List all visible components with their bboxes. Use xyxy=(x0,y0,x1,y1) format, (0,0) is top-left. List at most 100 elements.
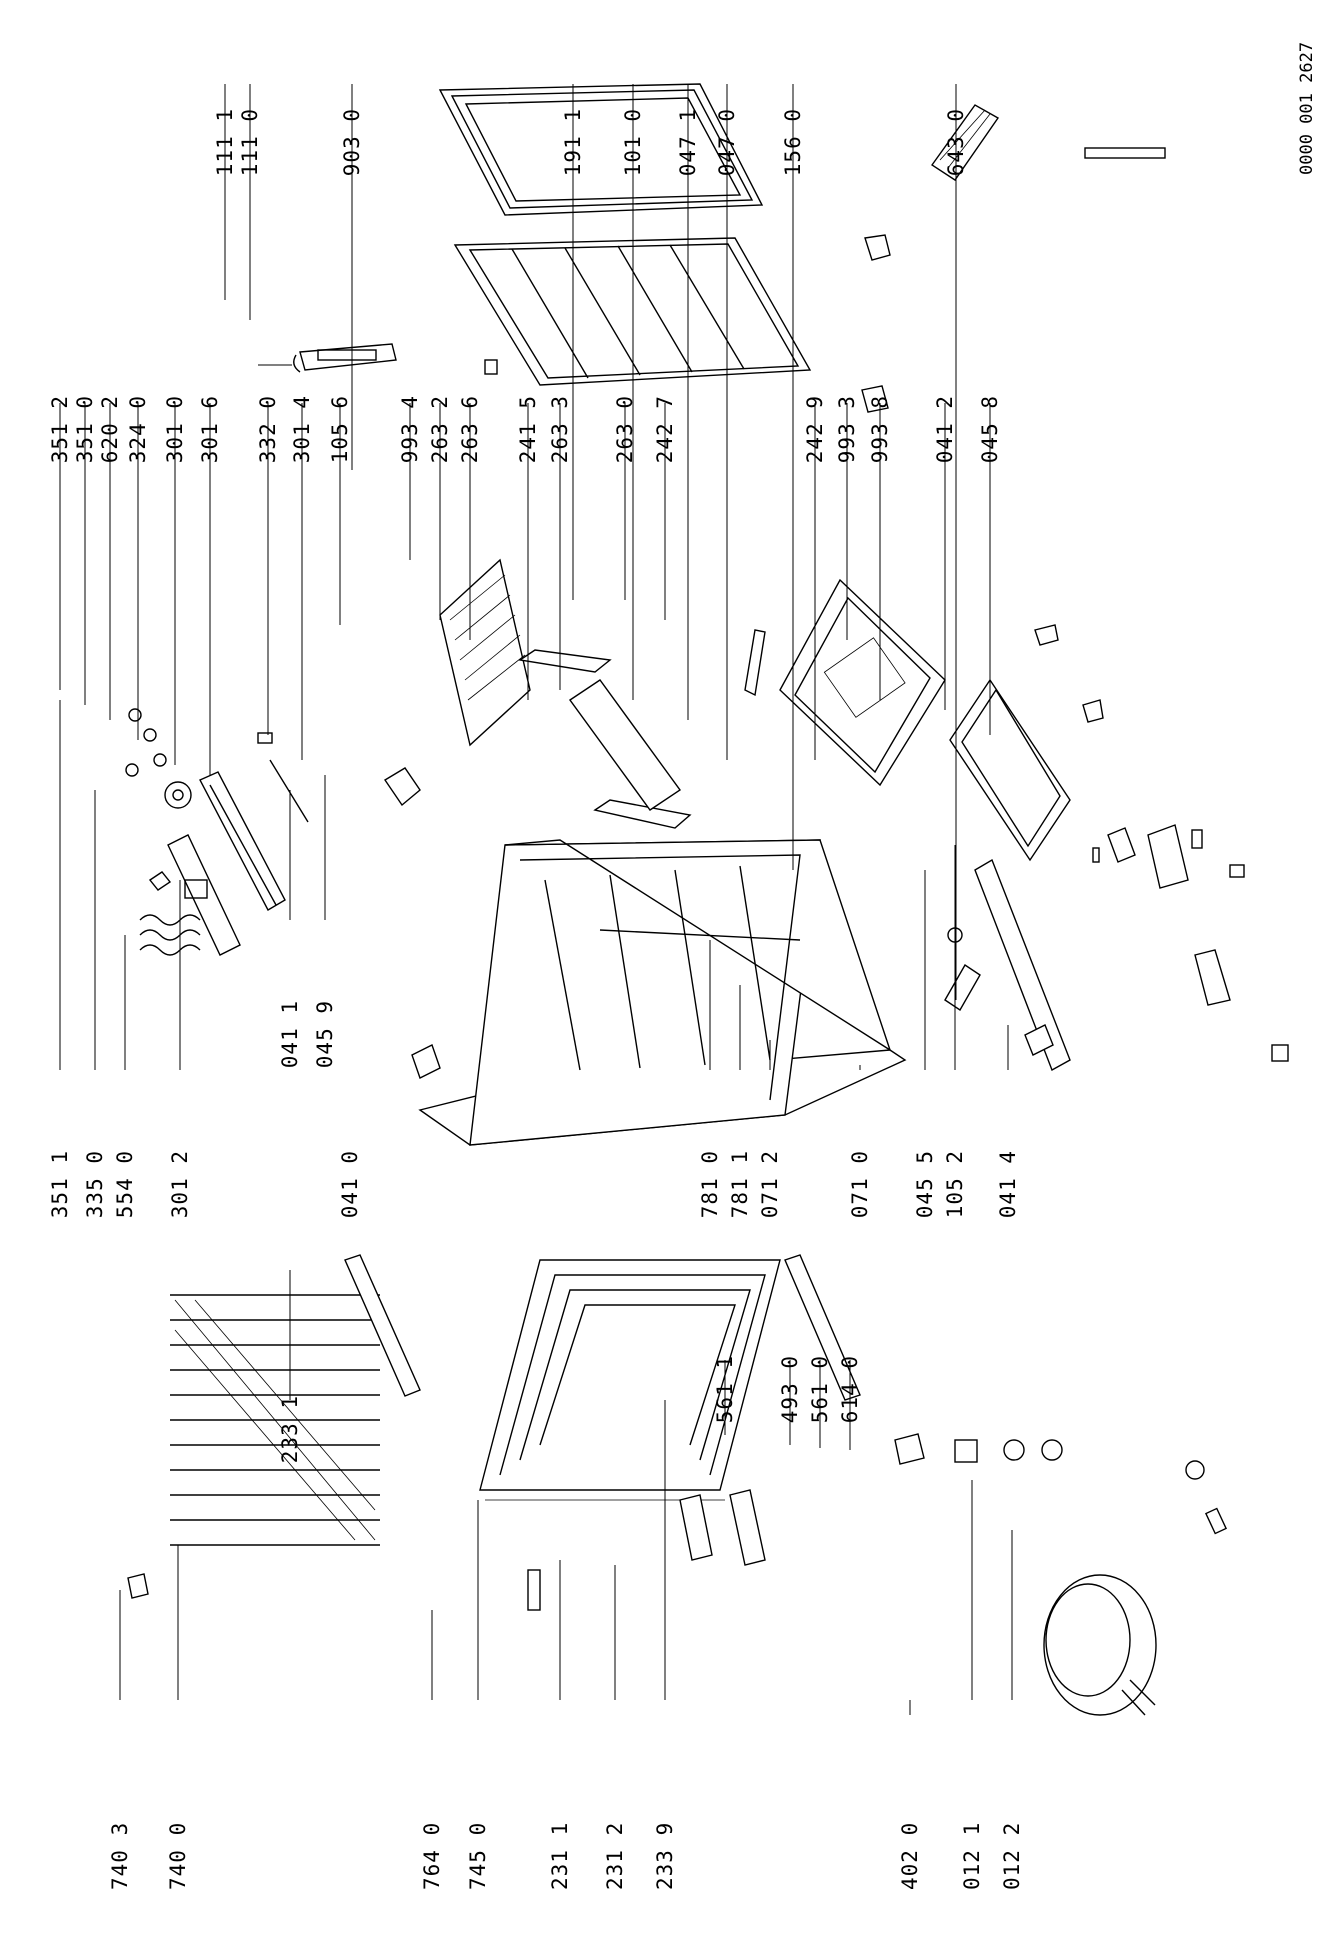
part-231-lamp-cover xyxy=(679,1494,713,1561)
callout-745-0: 745 0 xyxy=(466,1822,490,1890)
part-231-lamp-holder xyxy=(729,1489,766,1566)
callout-241-5: 241 5 xyxy=(516,395,540,463)
callout-643-0: 643 0 xyxy=(944,108,968,176)
callout-561-0: 561 0 xyxy=(808,1355,832,1423)
part-643-rail xyxy=(1084,147,1166,159)
callout-041-4: 041 4 xyxy=(996,1150,1020,1218)
part-233-bracket-bottom xyxy=(784,1254,861,1401)
part-071-plug xyxy=(1024,1024,1054,1056)
callout-041-0: 041 0 xyxy=(338,1150,362,1218)
callout-301-4: 301 4 xyxy=(290,395,314,463)
callout-111-0: 111 0 xyxy=(238,108,262,176)
callout-781-0: 781 0 xyxy=(698,1150,722,1218)
callout-105-2: 105 2 xyxy=(943,1150,967,1218)
part-041-hinge-lower-right xyxy=(1147,824,1189,889)
part-041-hinge-top xyxy=(384,767,421,807)
callout-335-0: 335 0 xyxy=(83,1150,107,1218)
part-561-switch xyxy=(894,1433,925,1465)
callout-620-2: 620 2 xyxy=(98,395,122,463)
callout-351-1: 351 1 xyxy=(48,1150,72,1218)
part-071-kickplate xyxy=(974,858,1071,1072)
part-993-clip-b xyxy=(1082,699,1104,723)
callout-402-0: 402 0 xyxy=(898,1822,922,1890)
callout-263-6: 263 6 xyxy=(458,395,482,463)
part-242-drawer-bottom xyxy=(949,678,1071,862)
part-156-ice-tray xyxy=(931,104,1000,181)
callout-740-0: 740 0 xyxy=(166,1822,190,1890)
part-332-clip xyxy=(257,732,273,744)
callout-231-2: 231 2 xyxy=(603,1822,627,1890)
part-764-filter xyxy=(527,1569,541,1611)
part-012-grommet xyxy=(1185,1460,1205,1480)
part-740-cap xyxy=(127,1573,149,1599)
part-233-bracket-top xyxy=(344,1254,421,1397)
callout-045-5: 045 5 xyxy=(913,1150,937,1218)
callout-332-0: 332 0 xyxy=(256,395,280,463)
part-263-rail-b xyxy=(593,799,692,829)
callout-903-0: 903 0 xyxy=(340,108,364,176)
callout-012-1: 012 1 xyxy=(960,1822,984,1890)
callout-324-0: 324 0 xyxy=(126,395,150,463)
part-263-rail-c xyxy=(744,629,766,697)
callout-233-9: 233 9 xyxy=(653,1822,677,1890)
callout-301-6: 301 6 xyxy=(198,395,222,463)
callout-561-1: 561 1 xyxy=(713,1355,737,1423)
part-335-thermostat-knob xyxy=(164,781,192,809)
callout-993-3: 993 3 xyxy=(835,395,859,463)
part-903-screw xyxy=(484,359,498,375)
part-402-compressor xyxy=(1043,1574,1157,1716)
part-351-knobs xyxy=(125,708,167,777)
part-781-vent xyxy=(944,964,981,1011)
callout-045-8: 045 8 xyxy=(978,395,1002,463)
callout-493-0: 493 0 xyxy=(778,1355,802,1423)
part-105-spacer xyxy=(1092,827,1136,863)
part-242-drawer-top xyxy=(779,578,946,787)
part-301-housing xyxy=(167,834,241,956)
callout-301-2: 301 2 xyxy=(168,1150,192,1218)
part-263-rail-a xyxy=(518,649,612,673)
callout-614-0: 614 0 xyxy=(838,1355,862,1423)
callout-263-3: 263 3 xyxy=(548,395,572,463)
part-554-coil xyxy=(139,871,201,956)
callout-041-1: 041 1 xyxy=(278,1000,302,1068)
callout-740-3: 740 3 xyxy=(108,1822,132,1890)
part-cabinet-body xyxy=(418,839,907,1146)
callout-047-1: 047 1 xyxy=(676,108,700,176)
reference-code: 0000 001 2627 xyxy=(1297,42,1317,175)
callout-242-7: 242 7 xyxy=(653,395,677,463)
callout-351-0: 351 0 xyxy=(73,395,97,463)
callout-045-9: 045 9 xyxy=(313,1000,337,1068)
callout-263-0: 263 0 xyxy=(613,395,637,463)
callout-993-4: 993 4 xyxy=(398,395,422,463)
part-191-door-gasket xyxy=(438,83,764,216)
part-012-sleeve xyxy=(1204,1507,1228,1535)
callout-764-0: 764 0 xyxy=(420,1822,444,1890)
part-561-relay xyxy=(1003,1439,1025,1461)
part-614-overload xyxy=(1041,1439,1063,1461)
part-740-condenser xyxy=(170,1294,380,1546)
callout-231-1: 231 1 xyxy=(548,1822,572,1890)
callout-191-1: 191 1 xyxy=(561,108,585,176)
callout-242-9: 242 9 xyxy=(803,395,827,463)
part-301-strip xyxy=(269,759,309,823)
callout-233-1: 233 1 xyxy=(278,1395,302,1463)
callout-071-0: 071 0 xyxy=(848,1150,872,1218)
callout-351-2: 351 2 xyxy=(48,395,72,463)
leader-lines xyxy=(59,84,1013,1715)
callout-554-0: 554 0 xyxy=(113,1150,137,1218)
callout-105-6: 105 6 xyxy=(328,395,352,463)
part-041-hinge-foot xyxy=(1194,949,1289,1062)
part-301-control-panel xyxy=(199,771,286,911)
callout-781-1: 781 1 xyxy=(728,1150,752,1218)
part-045-pin xyxy=(1191,829,1245,878)
callout-071-2: 071 2 xyxy=(758,1150,782,1218)
callout-156-0: 156 0 xyxy=(781,108,805,176)
callout-263-2: 263 2 xyxy=(428,395,452,463)
part-047-hinge-upper xyxy=(864,234,891,261)
part-111-bracket xyxy=(258,343,397,373)
callout-012-2: 012 2 xyxy=(1000,1822,1024,1890)
part-047-hinge-lower xyxy=(861,385,889,413)
